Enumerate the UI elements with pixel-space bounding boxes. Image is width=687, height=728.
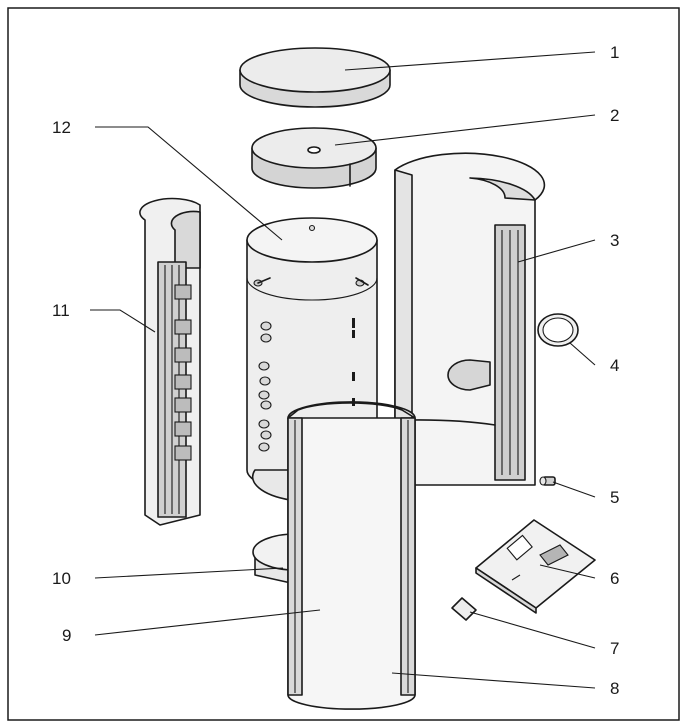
leader-line-12 <box>95 126 283 241</box>
part-top-lid <box>239 47 391 108</box>
callout-5: 5 <box>610 488 619 507</box>
part-small-plug <box>539 476 556 486</box>
leader-line-11 <box>90 309 156 333</box>
leader-line-6 <box>539 564 596 579</box>
part-front-insulation-shell <box>287 401 416 710</box>
callout-3: 3 <box>610 231 619 250</box>
callout-6: 6 <box>610 569 619 588</box>
callout-numbers: 1 2 3 4 5 6 7 8 9 10 11 12 <box>52 43 619 698</box>
callout-10: 10 <box>52 569 71 588</box>
leader-line-5 <box>552 481 596 498</box>
callout-4: 4 <box>610 356 619 375</box>
part-side-insulation-strip <box>139 197 201 526</box>
part-label-sheet <box>451 597 477 621</box>
leader-line-9 <box>94 609 321 636</box>
callout-8: 8 <box>610 679 619 698</box>
part-insulation-disc <box>251 127 377 189</box>
leader-line-1 <box>344 51 596 71</box>
leader-line-3 <box>517 239 596 263</box>
callout-9: 9 <box>62 626 71 645</box>
part-documentation-booklet <box>475 519 596 614</box>
callout-7: 7 <box>610 639 619 658</box>
leader-line-8 <box>391 672 596 689</box>
diagram-frame <box>7 7 680 721</box>
callout-11: 11 <box>52 301 70 320</box>
part-ring-seal <box>537 313 579 347</box>
callout-2: 2 <box>610 106 619 125</box>
callout-1: 1 <box>610 43 619 62</box>
part-rear-insulation-shell <box>394 152 546 486</box>
leader-line-2 <box>334 114 596 146</box>
leader-line-10 <box>94 567 284 579</box>
leader-line-7 <box>469 611 596 649</box>
leader-line-4 <box>569 342 596 366</box>
leader-lines <box>90 51 596 689</box>
callout-12: 12 <box>52 118 71 137</box>
